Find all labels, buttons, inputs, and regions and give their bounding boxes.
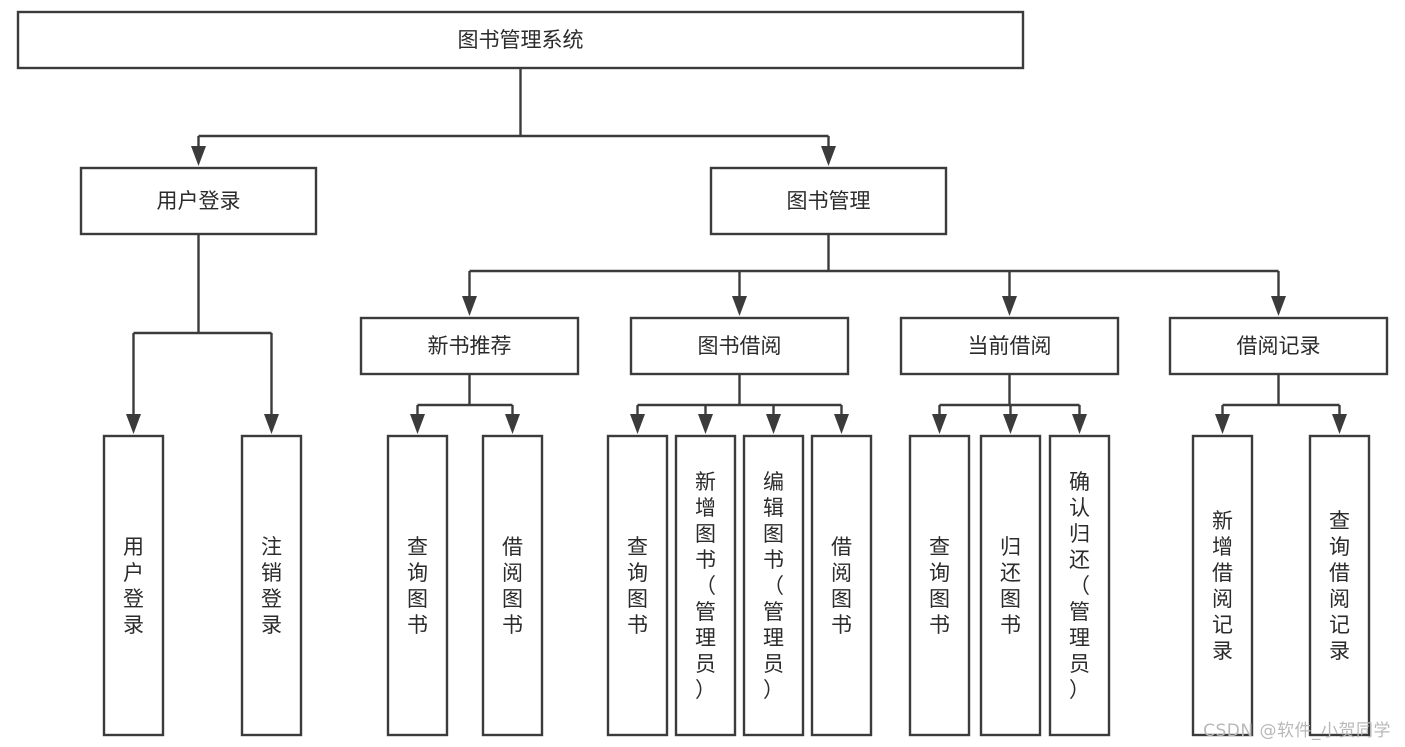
- node-label: 新增图书（管理员）: [695, 470, 716, 702]
- leaf-add-book[interactable]: 新增图书（管理员）: [674, 434, 737, 737]
- node-label: 注销登录: [261, 535, 282, 637]
- leaf-query-book-3[interactable]: 查询图书: [908, 434, 971, 737]
- node-label: 用户登录: [123, 535, 144, 637]
- node-label: 图书管理系统: [458, 28, 584, 52]
- node-root[interactable]: 图书管理系统: [16, 10, 1025, 70]
- connector-layer: [126, 68, 1347, 434]
- node-label: 借阅图书: [502, 535, 523, 637]
- node-label: 确认归还（管理员）: [1069, 470, 1090, 702]
- node-label: 查询图书: [407, 535, 428, 637]
- leaf-query-record[interactable]: 查询借阅记录: [1308, 434, 1371, 737]
- node-label: 查询图书: [929, 535, 950, 637]
- node-label: 借阅记录: [1237, 334, 1321, 358]
- node-new_book_rec[interactable]: 新书推荐: [359, 316, 580, 376]
- node-current_borrow[interactable]: 当前借阅: [899, 316, 1120, 376]
- leaf-query-book-2[interactable]: 查询图书: [606, 434, 669, 737]
- leaf-confirm-return[interactable]: 确认归还（管理员）: [1048, 434, 1111, 737]
- leaf-add-record[interactable]: 新增借阅记录: [1191, 434, 1254, 737]
- node-user_login[interactable]: 用户登录: [79, 166, 318, 236]
- node-label: 查询图书: [627, 535, 648, 637]
- node-label: 当前借阅: [968, 334, 1052, 358]
- leaf-edit-book[interactable]: 编辑图书（管理员）: [742, 434, 805, 737]
- node-label: 图书管理: [787, 189, 871, 213]
- leaf-logout[interactable]: 注销登录: [240, 434, 303, 737]
- node-book_manage[interactable]: 图书管理: [709, 166, 948, 236]
- watermark-label: CSDN @软件_小贺同学: [1203, 721, 1391, 741]
- leaf-user-login[interactable]: 用户登录: [102, 434, 165, 737]
- node-label: 图书借阅: [698, 334, 782, 358]
- node-label: 归还图书: [1000, 535, 1021, 637]
- node-label: 用户登录: [157, 189, 241, 213]
- leaf-return-book[interactable]: 归还图书: [979, 434, 1042, 737]
- node-label: 新书推荐: [428, 334, 512, 358]
- node-layer: 图书管理系统用户登录图书管理新书推荐图书借阅当前借阅借阅记录用户登录注销登录查询…: [16, 10, 1389, 737]
- node-book_borrow[interactable]: 图书借阅: [629, 316, 850, 376]
- node-label: 借阅图书: [831, 535, 852, 637]
- leaf-query-book-1[interactable]: 查询图书: [386, 434, 449, 737]
- node-borrow_record[interactable]: 借阅记录: [1168, 316, 1389, 376]
- node-label: 编辑图书（管理员）: [763, 470, 784, 702]
- node-label: 新增借阅记录: [1212, 509, 1233, 663]
- leaf-borrow-book-2[interactable]: 借阅图书: [810, 434, 873, 737]
- node-label: 查询借阅记录: [1329, 509, 1350, 663]
- leaf-borrow-book-1[interactable]: 借阅图书: [481, 434, 544, 737]
